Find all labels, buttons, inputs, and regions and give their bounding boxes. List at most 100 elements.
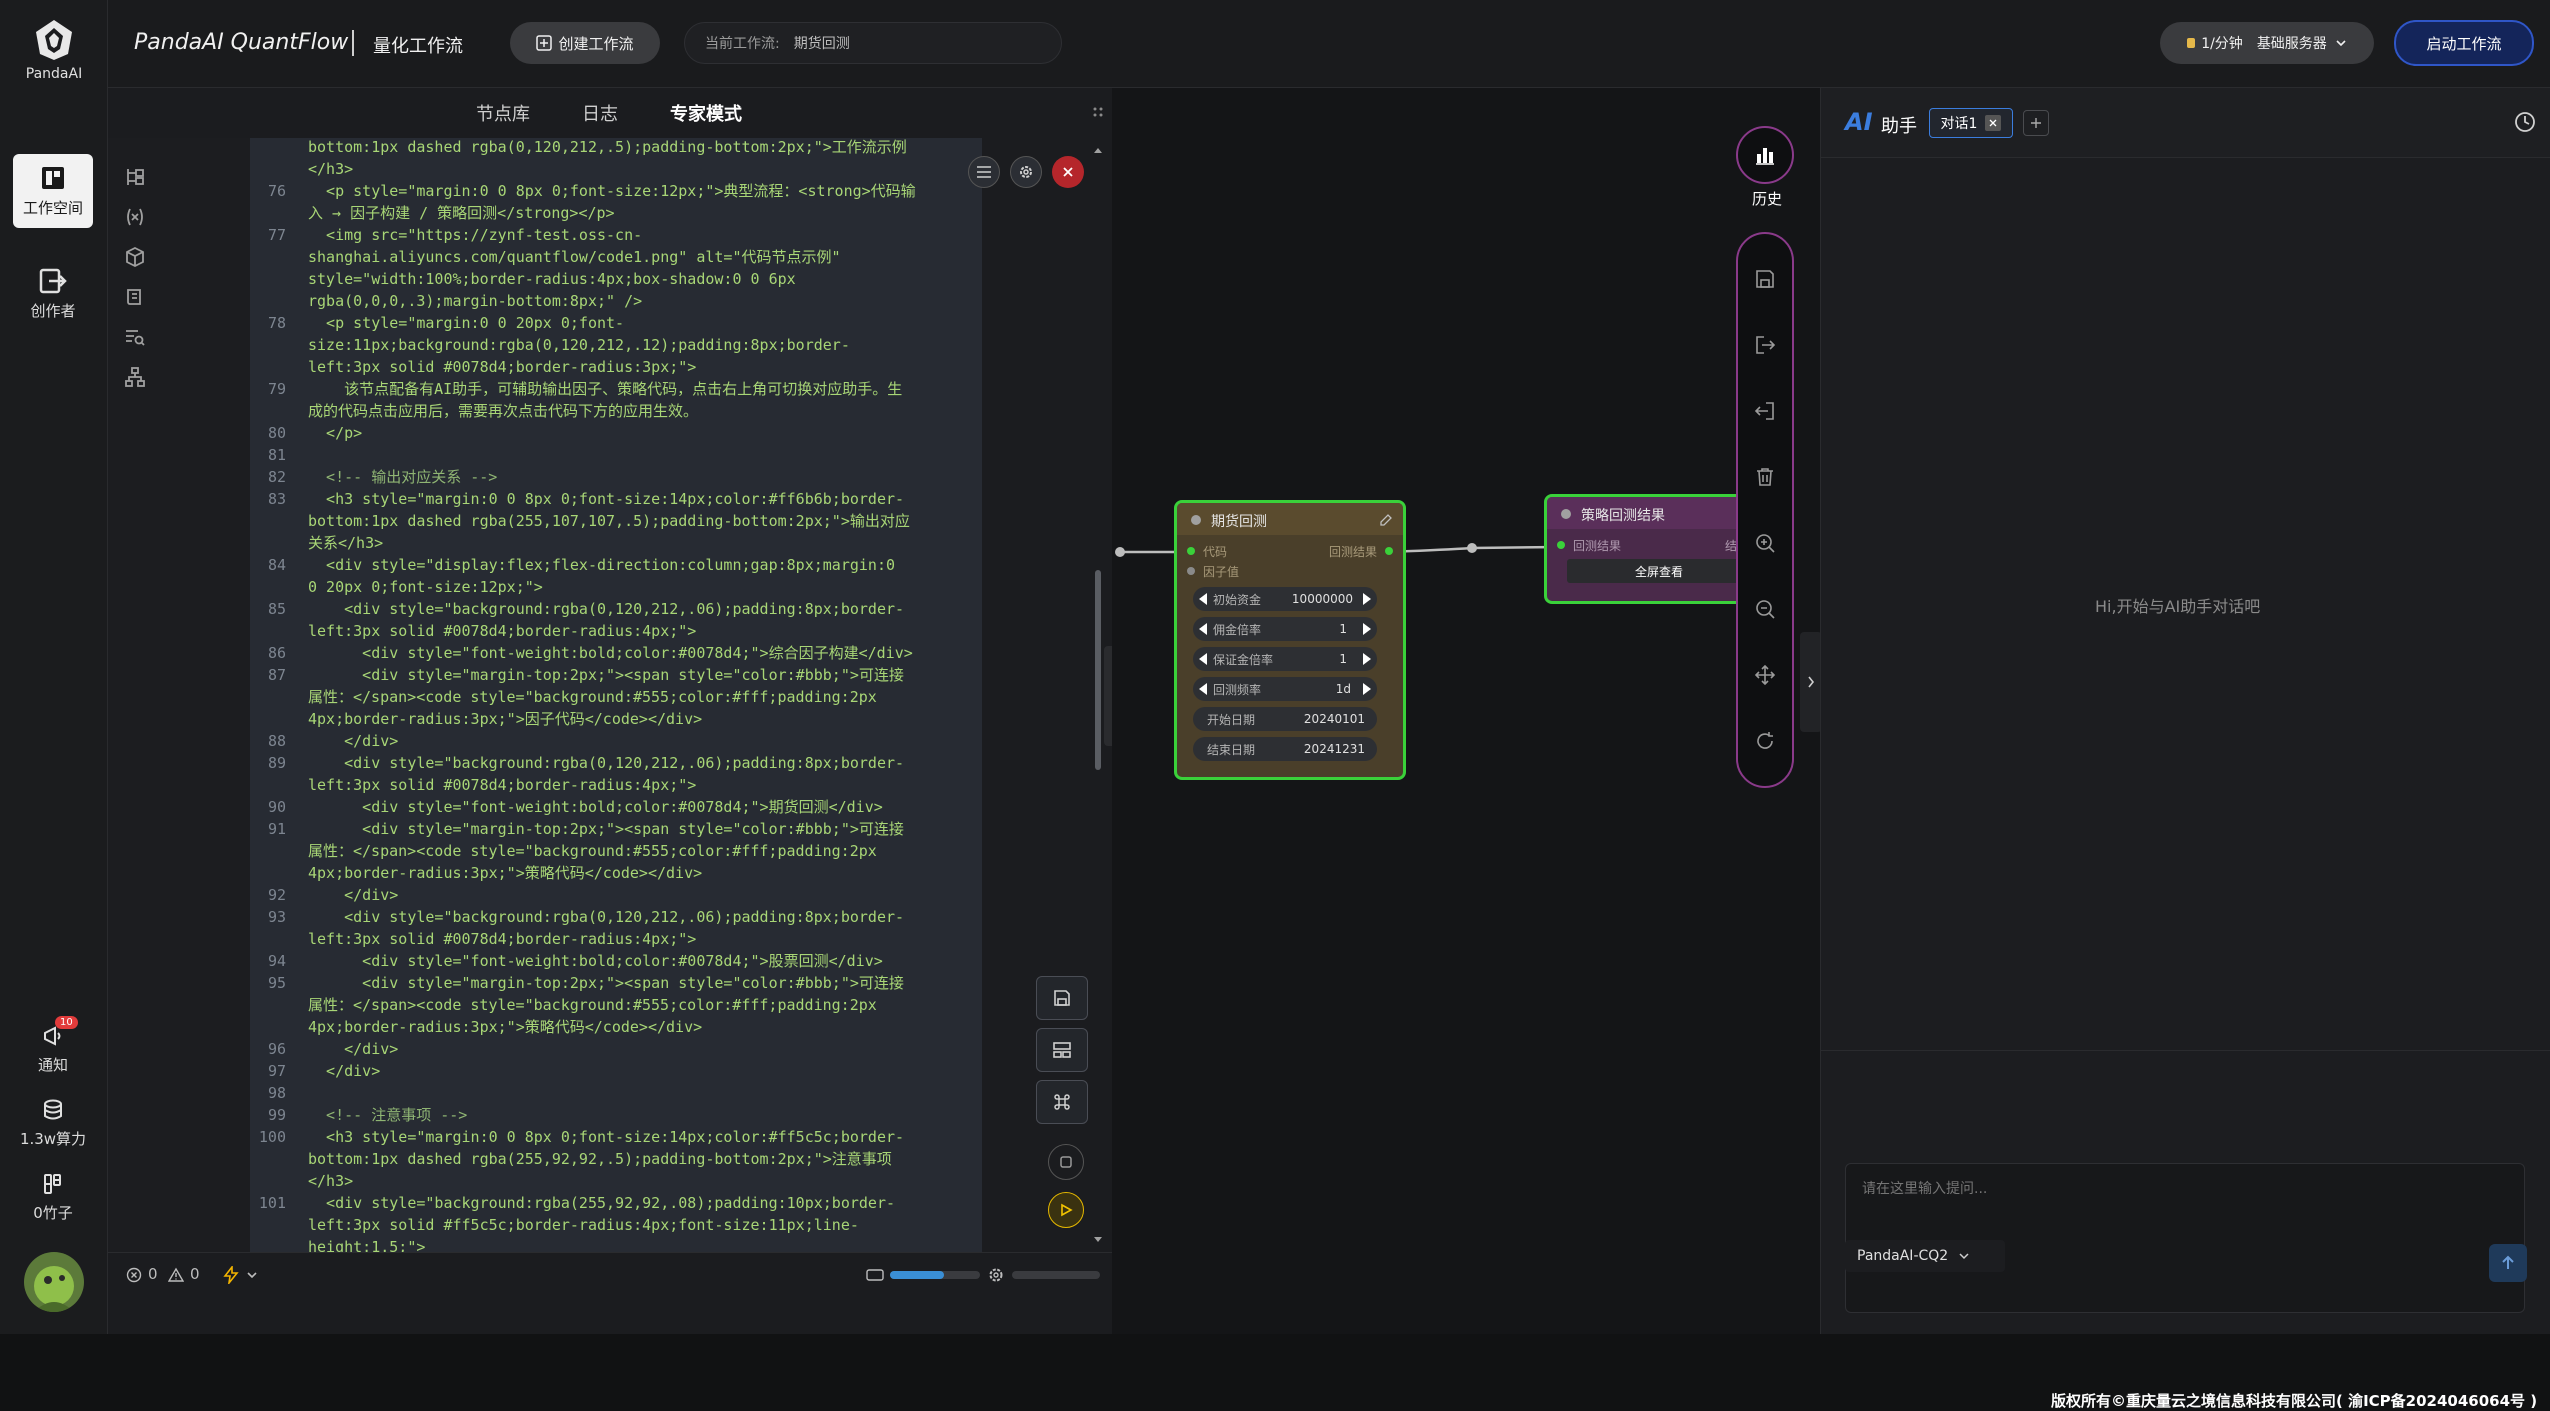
run-button[interactable]: [1048, 1192, 1084, 1228]
layout-icon: [1053, 1042, 1071, 1058]
code-line: bottom:1px dashed rgba(255,92,92,.5);pad…: [308, 1150, 892, 1168]
scrollbar-thumb[interactable]: [1095, 570, 1101, 770]
line-number: 87: [267, 666, 286, 684]
move-icon[interactable]: [1754, 664, 1776, 686]
line-number: 95: [267, 974, 286, 992]
zoom-out-icon[interactable]: [1754, 598, 1776, 620]
layout-button[interactable]: [1036, 1028, 1088, 1072]
bell-icon: [44, 1025, 61, 1046]
port-in-dot[interactable]: [1187, 547, 1195, 555]
arrow-right-icon[interactable]: [1361, 682, 1373, 696]
code-line: </div>: [308, 1062, 381, 1080]
line-number: 83: [267, 490, 286, 508]
code-line: left:3px solid #0078d4;border-radius:4px…: [308, 622, 697, 640]
history-button[interactable]: [1736, 126, 1794, 184]
import-icon[interactable]: [1754, 400, 1776, 422]
collapse-right-panel-button[interactable]: [1800, 632, 1822, 732]
sidebar-item-compute[interactable]: 1.3w算力: [13, 1096, 93, 1150]
create-workflow-button[interactable]: 创建工作流: [510, 22, 660, 64]
editor-scrollbar[interactable]: [1090, 140, 1106, 1250]
user-avatar[interactable]: [24, 1252, 84, 1312]
editor-menu-button[interactable]: [968, 156, 1000, 188]
code-line: left:3px solid #0078d4;border-radius:4px…: [308, 930, 697, 948]
line-number: 101: [258, 1194, 286, 1212]
coin-icon: [2187, 38, 2196, 48]
keyboard-icon: [866, 1269, 884, 1281]
chat-area: Hi,开始与AI助手对话吧: [1821, 159, 2550, 1049]
arrow-left-icon[interactable]: [1197, 622, 1209, 636]
brand-title: PandaAI QuantFlow: [134, 30, 349, 55]
tab-expert-mode[interactable]: 专家模式: [670, 104, 742, 125]
param-backtest-frequency[interactable]: 回测频率 1d: [1193, 677, 1377, 701]
model-selector[interactable]: PandaAI-CQ2: [1845, 1240, 2005, 1272]
app-logo[interactable]: PandaAI: [14, 18, 94, 82]
edit-icon[interactable]: [1379, 513, 1393, 527]
code-editor[interactable]: bottom:1px dashed rgba(0,120,212,.5);pad…: [250, 138, 982, 1252]
tab-logs[interactable]: 日志: [582, 104, 618, 125]
chevron-down-icon[interactable]: [246, 1269, 258, 1281]
arrow-left-icon[interactable]: [1197, 682, 1209, 696]
param-commission-rate[interactable]: 佣金倍率 1: [1193, 617, 1377, 641]
zoom-in-icon[interactable]: [1754, 532, 1776, 554]
save-code-button[interactable]: [1036, 976, 1088, 1020]
start-workflow-button[interactable]: 启动工作流: [2394, 20, 2534, 66]
code-line: <div style="display:flex;flex-direction:…: [308, 556, 895, 574]
close-tab-icon[interactable]: [1985, 115, 2002, 131]
conversation-tab[interactable]: 对话1: [1929, 108, 2013, 138]
line-number: 96: [267, 1040, 286, 1058]
stop-button[interactable]: [1048, 1144, 1084, 1180]
refresh-icon[interactable]: [1754, 730, 1776, 752]
code-line: <!-- 注意事项 -->: [308, 1106, 468, 1124]
port-in2-dot[interactable]: [1187, 567, 1195, 575]
variable-icon[interactable]: [124, 206, 146, 228]
workflow-canvas[interactable]: 期货回测 代码 回测结果 因子值 初始资金 10000000 佣金倍率 1 保证…: [1112, 88, 1820, 1334]
editor-settings-button[interactable]: [1010, 156, 1042, 188]
editor-close-button[interactable]: [1052, 156, 1084, 188]
node-futures-backtest[interactable]: 期货回测 代码 回测结果 因子值 初始资金 10000000 佣金倍率 1 保证…: [1174, 500, 1406, 780]
current-workflow-field[interactable]: 当前工作流: 期货回测: [684, 22, 1062, 64]
chevron-right-icon: [1808, 676, 1815, 688]
fullscreen-view-button[interactable]: 全屏查看: [1567, 559, 1751, 583]
param-initial-capital[interactable]: 初始资金 10000000: [1193, 587, 1377, 611]
server-selector[interactable]: 1/分钟 基础服务器: [2160, 22, 2374, 64]
save-icon[interactable]: [1754, 268, 1776, 290]
param-margin-rate[interactable]: 保证金倍率 1: [1193, 647, 1377, 671]
copyright-footer: 版权所有©重庆量云之境信息科技有限公司( 渝ICP备2024046064号 ): [2051, 1392, 2538, 1410]
code-line: 4px;border-radius:3px;">因子代码</code></div…: [308, 710, 703, 728]
export-icon[interactable]: [1754, 334, 1776, 356]
command-button[interactable]: [1036, 1080, 1088, 1124]
lightning-icon[interactable]: [222, 1266, 240, 1284]
tab-node-library[interactable]: 节点库: [476, 104, 530, 125]
arrow-left-icon[interactable]: [1197, 592, 1209, 606]
trash-icon[interactable]: [1754, 466, 1776, 488]
drag-handle-icon[interactable]: [1092, 106, 1106, 120]
code-line: <div style="font-weight:bold;color:#0078…: [308, 952, 883, 970]
arrow-right-icon[interactable]: [1361, 652, 1373, 666]
search-list-icon[interactable]: [124, 326, 146, 348]
hierarchy-icon[interactable]: [124, 366, 146, 388]
sidebar-item-bamboo[interactable]: 0竹子: [13, 1170, 93, 1224]
arrow-right-icon[interactable]: [1361, 622, 1373, 636]
new-conversation-button[interactable]: [2023, 110, 2049, 136]
port-in-dot[interactable]: [1557, 541, 1565, 549]
chat-input[interactable]: [1845, 1163, 2525, 1313]
port-out-dot[interactable]: [1385, 547, 1393, 555]
cube-icon[interactable]: [124, 246, 146, 268]
line-number: 84: [267, 556, 286, 574]
port-in-label: 回测结果: [1573, 539, 1622, 553]
history-clock-icon[interactable]: [2513, 110, 2537, 134]
tree-icon[interactable]: [124, 166, 146, 188]
play-icon: [1061, 1203, 1073, 1217]
send-button[interactable]: [2489, 1244, 2527, 1282]
param-start-date[interactable]: 开始日期 20240101: [1193, 707, 1377, 731]
arrow-left-icon[interactable]: [1197, 652, 1209, 666]
sidebar-item-creator[interactable]: 创作者: [13, 258, 93, 330]
sidebar-item-notifications[interactable]: 10 通知: [13, 1015, 93, 1076]
gear-icon[interactable]: [988, 1267, 1004, 1283]
plus-icon: [2031, 118, 2041, 128]
arrow-right-icon[interactable]: [1361, 592, 1373, 606]
zoom-slider[interactable]: [1012, 1271, 1100, 1279]
scroll-icon[interactable]: [124, 286, 146, 308]
param-end-date[interactable]: 结束日期 20241231: [1193, 737, 1377, 761]
sidebar-item-workspace[interactable]: 工作空间: [13, 154, 93, 228]
